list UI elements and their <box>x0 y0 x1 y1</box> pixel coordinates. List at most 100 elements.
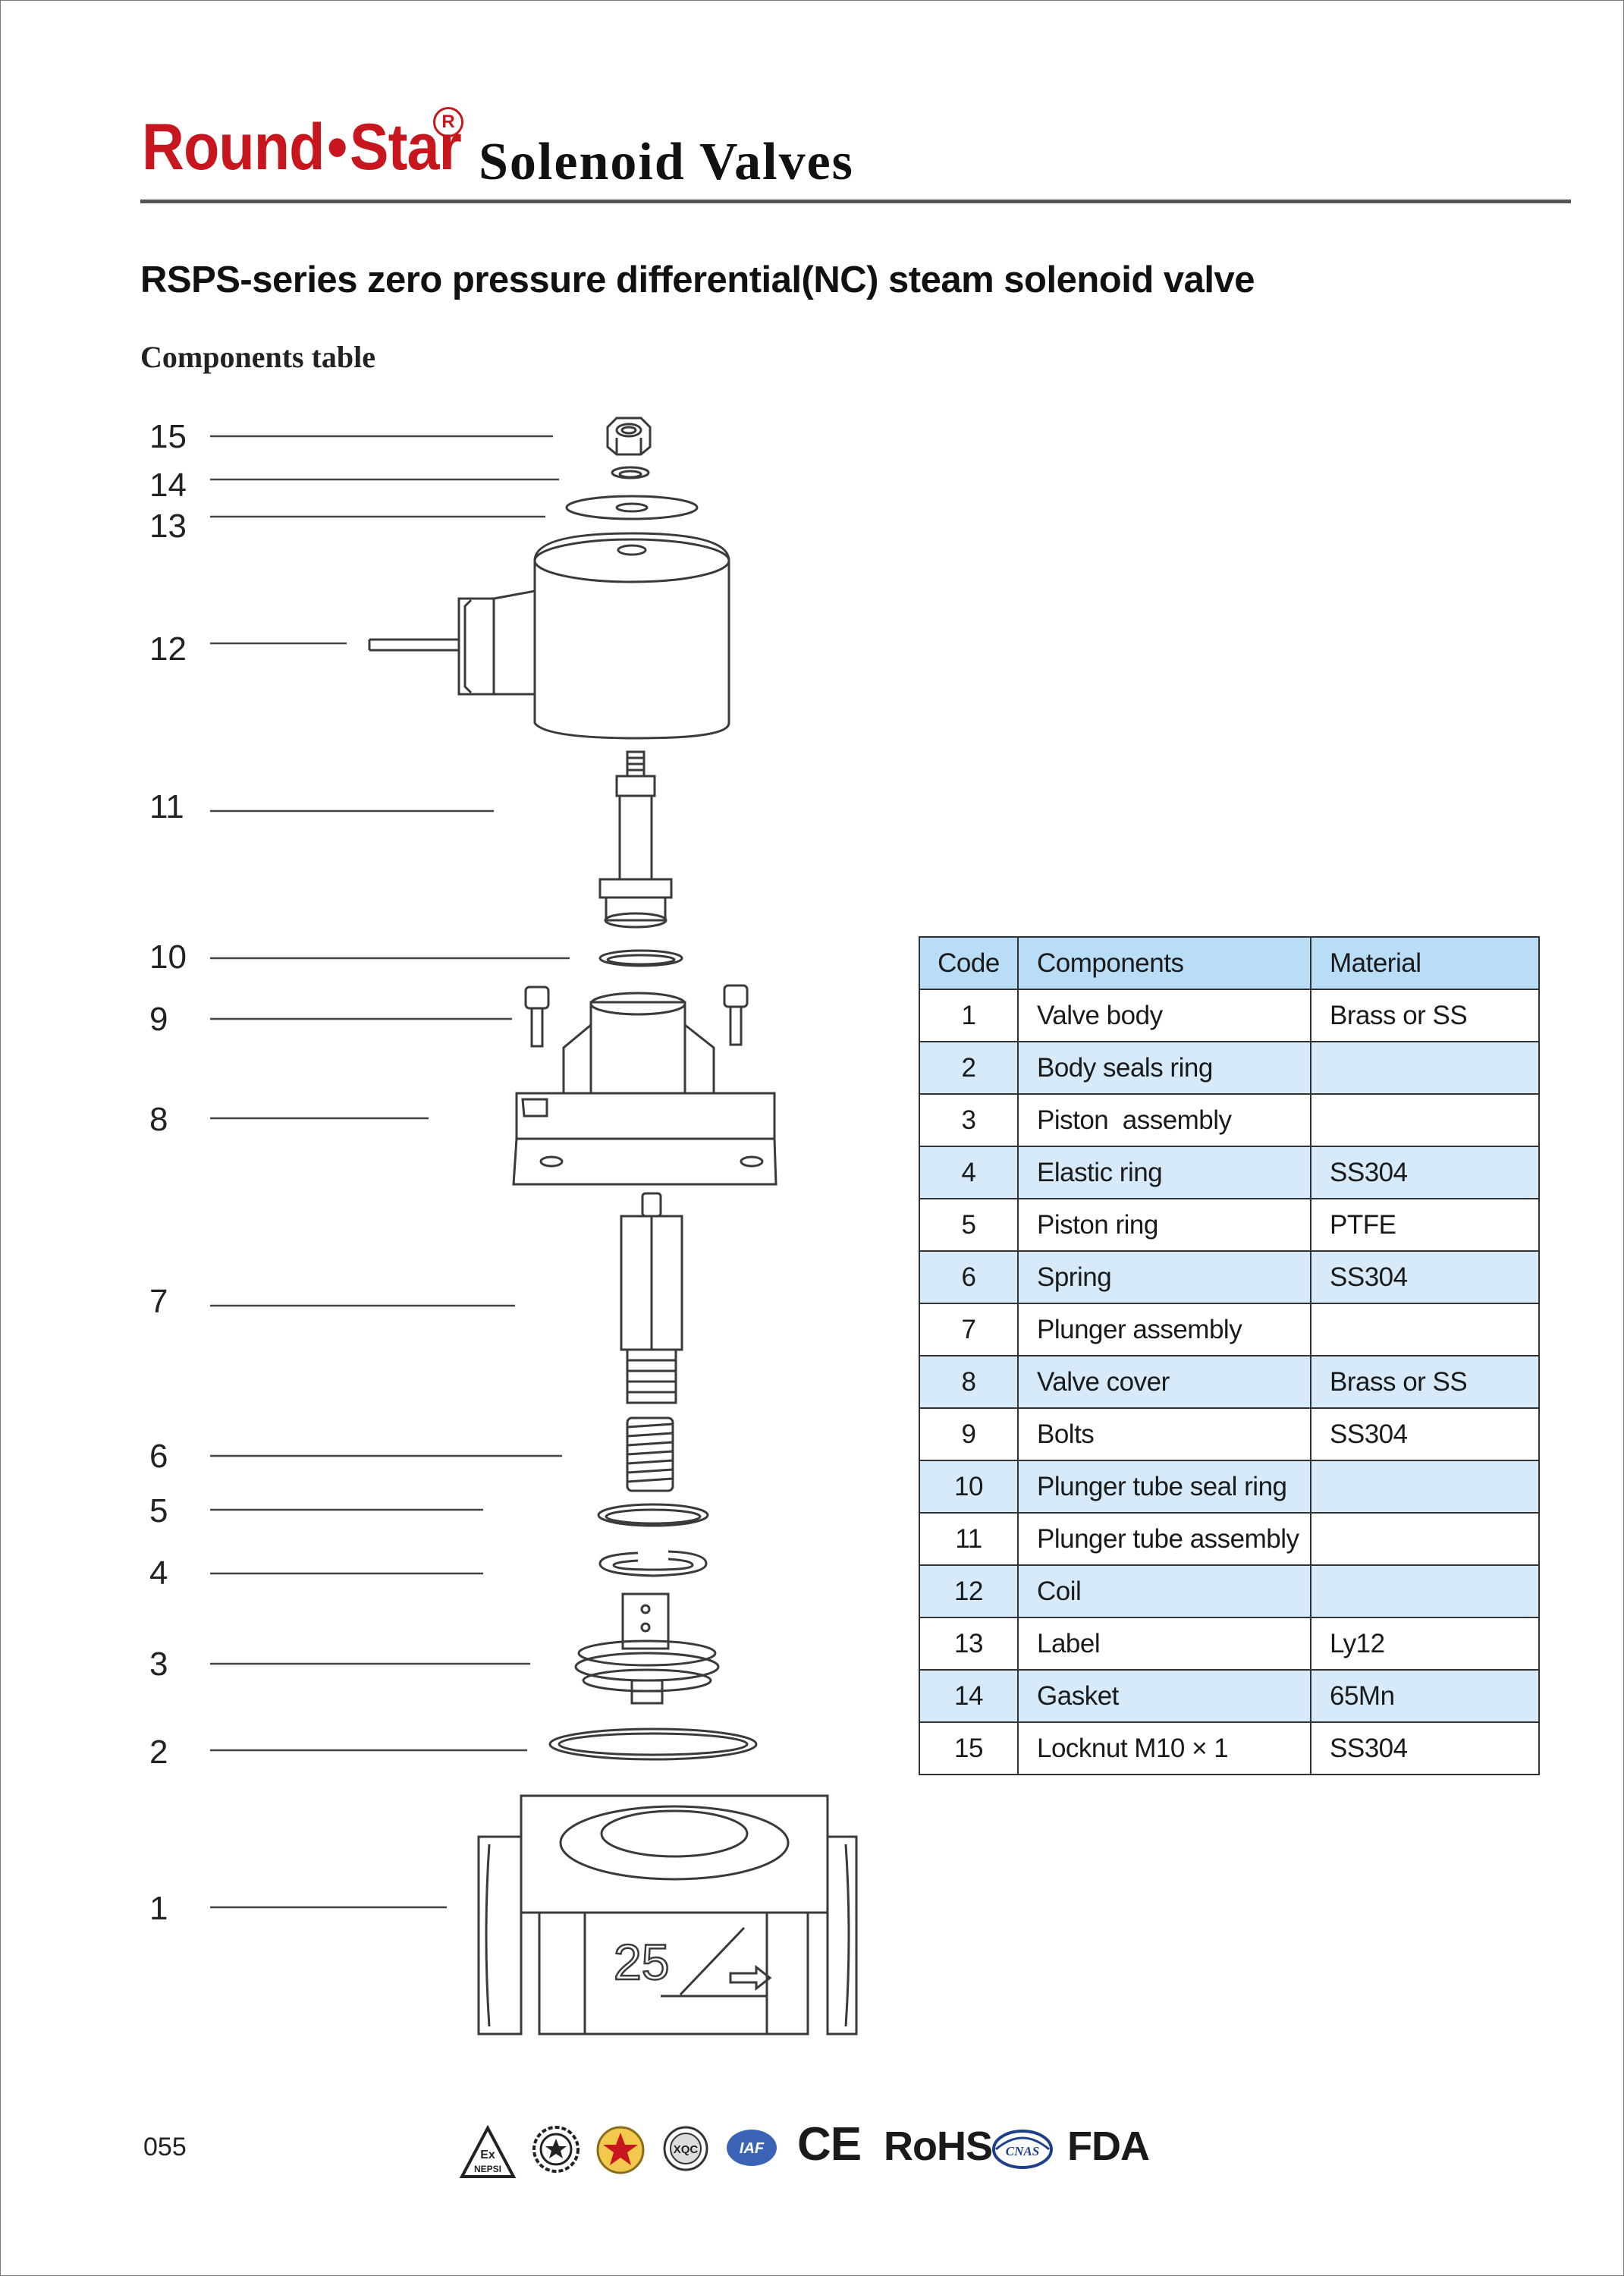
header-material: Material <box>1310 936 1540 990</box>
xqc-mark: XQC <box>674 2143 699 2156</box>
cell-code: 15 <box>919 1721 1019 1775</box>
red-star-seal-icon <box>596 2126 645 2174</box>
table-row: 14 Gasket 65Mn <box>919 1669 1540 1723</box>
cell-code: 8 <box>919 1355 1019 1409</box>
part-coil <box>368 532 730 740</box>
cell-material <box>1310 1093 1540 1147</box>
table-header-row: Code Components Material <box>919 936 1540 990</box>
table-row: 5 Piston ring PTFE <box>919 1198 1540 1252</box>
ce-mark: CE <box>797 2118 862 2171</box>
brand-dot: • <box>327 111 347 184</box>
cell-component: Plunger tube assembly <box>1017 1512 1311 1566</box>
cell-material: SS304 <box>1310 1250 1540 1304</box>
table-row: 9 Bolts SS304 <box>919 1407 1540 1461</box>
table-row: 2 Body seals ring <box>919 1041 1540 1095</box>
table-row: 6 Spring SS304 <box>919 1250 1540 1304</box>
part-piston-assembly <box>574 1592 720 1705</box>
leader-lines <box>210 435 570 1909</box>
section-subtitle: Components table <box>140 340 376 374</box>
ex-nepsi-icon: Ex NEPSI <box>459 2125 517 2178</box>
callout-10: 10 <box>149 938 187 976</box>
ex-mark: Ex <box>480 2149 495 2161</box>
part-valve-body: 25 <box>477 1794 858 2036</box>
iaf-mark: IAF <box>740 2140 765 2157</box>
table-row: 7 Plunger assembly <box>919 1303 1540 1356</box>
cell-code: 2 <box>919 1041 1019 1095</box>
cell-component: Locknut M10 × 1 <box>1017 1721 1311 1775</box>
callout-9: 9 <box>149 1001 168 1038</box>
xqc-icon: XQC <box>663 2126 708 2171</box>
cell-material: PTFE <box>1310 1198 1540 1252</box>
callout-8: 8 <box>149 1101 168 1138</box>
callout-6: 6 <box>149 1438 168 1475</box>
iaf-icon: IAF <box>727 2130 777 2166</box>
page-number: 055 <box>143 2133 187 2161</box>
cell-material: Ly12 <box>1310 1617 1540 1671</box>
part-label <box>565 495 699 520</box>
table-row: 11 Plunger tube assembly <box>919 1512 1540 1566</box>
cell-material <box>1310 1564 1540 1618</box>
cell-component: Piston ring <box>1017 1198 1311 1252</box>
cell-component: Plunger tube seal ring <box>1017 1460 1311 1514</box>
callout-2: 2 <box>149 1734 168 1771</box>
callout-3: 3 <box>149 1646 168 1683</box>
part-locknut <box>606 417 652 456</box>
cell-code: 4 <box>919 1146 1019 1199</box>
cell-component: Coil <box>1017 1564 1311 1618</box>
cell-component: Elastic ring <box>1017 1146 1311 1199</box>
cell-component: Valve cover <box>1017 1355 1311 1409</box>
cell-code: 6 <box>919 1250 1019 1304</box>
cell-code: 5 <box>919 1198 1019 1252</box>
cell-code: 13 <box>919 1617 1019 1671</box>
cell-material: Brass or SS <box>1310 1355 1540 1409</box>
brand-logo: Round•Star <box>142 111 462 184</box>
header-rule <box>140 200 1571 203</box>
cell-component: Label <box>1017 1617 1311 1671</box>
page-title: RSPS-series zero pressure differential(N… <box>140 259 1255 300</box>
brand-left: Round <box>142 111 325 184</box>
table-row: 4 Elastic ring SS304 <box>919 1146 1540 1199</box>
part-piston-ring <box>597 1503 709 1527</box>
part-valve-cover <box>512 992 777 1186</box>
cell-material <box>1310 1041 1540 1095</box>
callout-15: 15 <box>149 418 187 455</box>
table-row: 10 Plunger tube seal ring <box>919 1460 1540 1514</box>
table-row: 15 Locknut M10 × 1 SS304 <box>919 1721 1540 1775</box>
header-code: Code <box>919 936 1019 990</box>
callout-5: 5 <box>149 1492 168 1529</box>
table-row: 1 Valve body Brass or SS <box>919 989 1540 1042</box>
cell-component: Gasket <box>1017 1669 1311 1723</box>
cell-code: 10 <box>919 1460 1019 1514</box>
cell-component: Plunger assembly <box>1017 1303 1311 1356</box>
cnas-mark: CNAS <box>1006 2144 1039 2158</box>
part-plunger <box>620 1192 683 1404</box>
cnas-icon: CNAS <box>992 2130 1053 2169</box>
cell-component: Spring <box>1017 1250 1311 1304</box>
cell-material <box>1310 1512 1540 1566</box>
product-category: Solenoid Valves <box>479 133 854 191</box>
table-row: 8 Valve cover Brass or SS <box>919 1355 1540 1409</box>
part-bolts <box>524 984 749 1048</box>
part-plunger-tube-seal-ring <box>598 949 683 967</box>
cell-code: 7 <box>919 1303 1019 1356</box>
part-elastic-ring <box>598 1550 708 1577</box>
components-table: Code Components Material 1 Valve body Br… <box>919 936 1540 1775</box>
table-row: 3 Piston assembly <box>919 1093 1540 1147</box>
cell-material: 65Mn <box>1310 1669 1540 1723</box>
fda-mark: FDA <box>1067 2124 1150 2169</box>
cell-code: 3 <box>919 1093 1019 1147</box>
cell-material: Brass or SS <box>1310 989 1540 1042</box>
table-row: 13 Label Ly12 <box>919 1617 1540 1671</box>
part-plunger-tube <box>598 750 673 929</box>
callout-11: 11 <box>149 788 184 825</box>
cell-material <box>1310 1303 1540 1356</box>
rohs-mark: RoHS <box>884 2124 993 2169</box>
gear-seal-icon <box>532 2126 580 2173</box>
cell-code: 14 <box>919 1669 1019 1723</box>
callout-4: 4 <box>149 1555 168 1592</box>
cell-code: 11 <box>919 1512 1019 1566</box>
cell-material: SS304 <box>1310 1146 1540 1199</box>
part-gasket <box>611 466 650 479</box>
part-spring <box>626 1416 674 1492</box>
cell-component: Bolts <box>1017 1407 1311 1461</box>
